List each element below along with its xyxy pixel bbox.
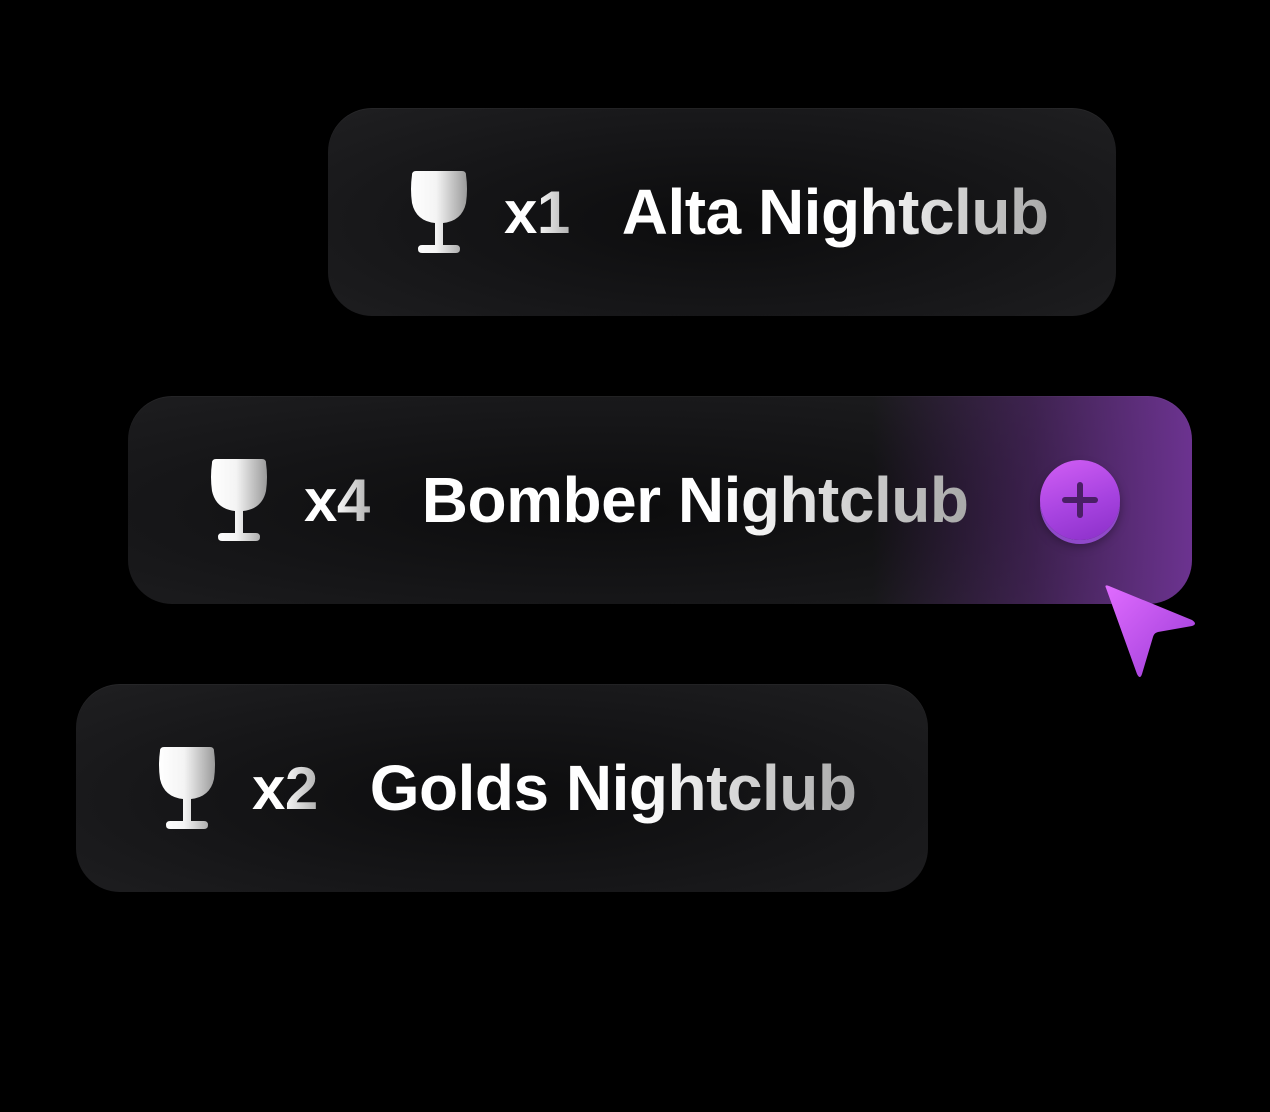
plus-icon bbox=[1062, 482, 1098, 518]
wine-glass-icon bbox=[410, 171, 468, 253]
venue-quantity: x1 bbox=[504, 178, 570, 246]
pointer-cursor-icon bbox=[1105, 585, 1195, 677]
venue-card-golds[interactable]: x2 Golds Nightclub bbox=[76, 684, 928, 892]
venue-card-bomber[interactable]: x4 Bomber Nightclub bbox=[128, 396, 1192, 604]
venue-card-alta[interactable]: x1 Alta Nightclub bbox=[328, 108, 1116, 316]
add-button[interactable] bbox=[1040, 460, 1120, 540]
venue-name: Golds Nightclub bbox=[369, 752, 857, 824]
venue-quantity: x2 bbox=[252, 754, 318, 822]
wine-glass-icon bbox=[210, 459, 268, 541]
venue-name: Bomber Nightclub bbox=[421, 464, 969, 536]
wine-glass-icon bbox=[158, 747, 216, 829]
venue-quantity: x4 bbox=[304, 466, 370, 534]
venue-name: Alta Nightclub bbox=[621, 176, 1049, 248]
